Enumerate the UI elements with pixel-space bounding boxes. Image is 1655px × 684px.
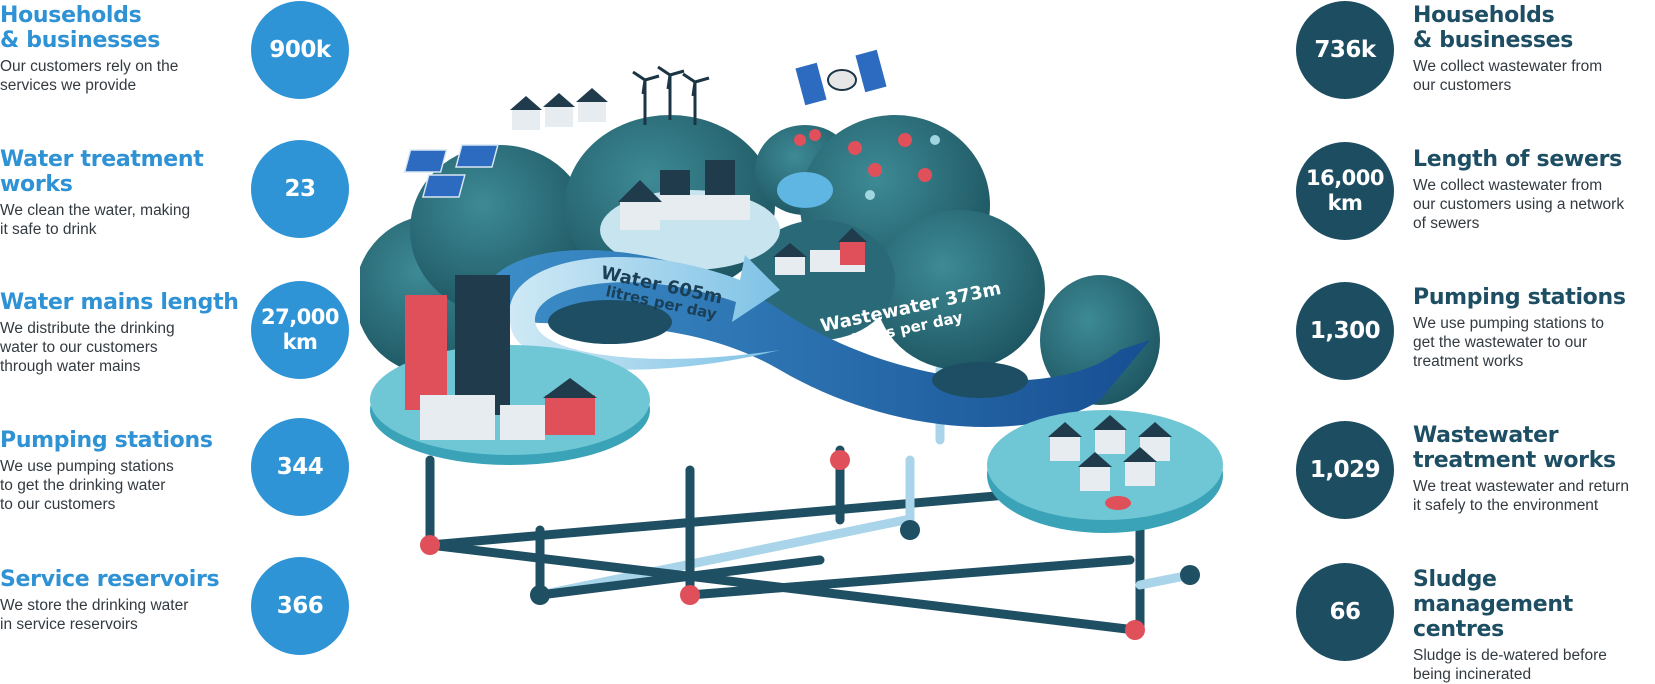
hill [875,210,1045,370]
stat-water-mains-length: Water mains length We distribute the dri… [0,290,240,376]
farm-buildings [773,228,867,275]
stat-value-badge: 736k [1296,1,1394,99]
tower-building [405,295,447,410]
stat-service-reservoirs: Service reservoirs We store the drinking… [0,567,240,634]
stat-pumping-stations-clean: Pumping stations We use pumping stations… [0,428,230,514]
loop-hole [548,300,672,344]
pipe-joint [900,520,920,540]
stat-title: Pumping stations [0,428,213,453]
water-cycle-illustration: Water 605m litres per day Wastewater 373… [360,49,1223,640]
trees [794,129,940,200]
pipe-joint [830,450,850,470]
pipe-joint [420,535,440,555]
pipe [535,515,910,600]
stat-length-of-sewers: Length of sewers We collect wastewater f… [1413,147,1653,233]
village-platform [987,410,1223,533]
turbine-blades [657,65,685,90]
pipe-joint [680,585,700,605]
solar-panels [403,144,499,198]
wind-turbines [632,65,710,125]
hill-houses [510,88,608,130]
turbine-blades [682,72,710,97]
loop-hole [932,362,1028,398]
stat-pumping-stations-waste: Pumping stations We use pumping stations… [1413,285,1653,371]
stat-title: Households& businesses [1413,3,1574,53]
stat-title: Length of sewers [1413,147,1622,172]
turbine-blades [632,70,660,95]
stat-value-badge: 66 [1296,563,1394,661]
tower-building [455,275,510,415]
water-cycle-loop: Water 605m litres per day Wastewater 373… [480,250,1150,428]
building [545,395,595,435]
hill [1040,275,1160,405]
pipe-joint [530,585,550,605]
water-treatment-works-building [618,160,750,230]
stat-value-badge: 344 [251,418,349,516]
satellite-icon [795,49,887,106]
stat-households-businesses-clean: Households& businesses Our customers rel… [0,3,230,95]
stat-value-badge: 1,300 [1296,282,1394,380]
lake [777,172,833,208]
pipe-joint [1180,565,1200,585]
building [500,405,545,440]
stat-title: Pumping stations [1413,285,1626,310]
stat-value-badge: 900k [251,1,349,99]
car [1105,496,1131,510]
city-platform [370,275,650,465]
stat-title: Water mains length [0,290,239,315]
stat-title: Households& businesses [0,3,161,53]
stat-value-badge: 1,029 [1296,421,1394,519]
stat-title: Service reservoirs [0,567,220,592]
clean-water-flow [509,255,780,370]
pipe-joint [1125,620,1145,640]
pipe [425,540,1140,635]
stat-value-badge: 23 [251,140,349,238]
stat-households-businesses-waste: Households& businesses We collect wastew… [1413,3,1653,95]
stat-value-badge: 366 [251,557,349,655]
building [420,395,495,440]
